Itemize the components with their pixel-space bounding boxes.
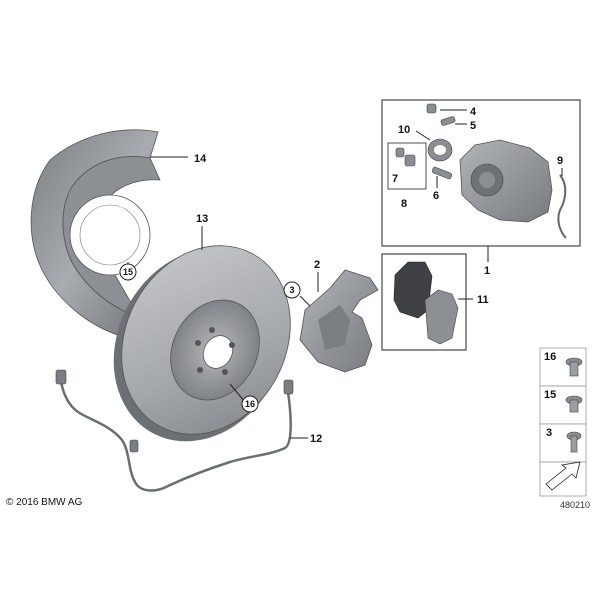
callout-16: 16 <box>245 399 255 409</box>
callout-13: 13 <box>196 213 208 225</box>
orientation-arrow-icon <box>545 461 581 491</box>
caliper-carrier <box>299 269 379 373</box>
callout-4: 4 <box>470 106 477 118</box>
callout-16-marker: 16 <box>241 395 259 413</box>
callout-7: 7 <box>392 173 398 185</box>
callout-15: 15 <box>123 267 133 277</box>
callout-2: 2 <box>314 259 320 271</box>
brake-disc <box>113 245 291 442</box>
legend-label-16: 16 <box>544 351 556 363</box>
callout-15-marker: 15 <box>119 263 137 281</box>
brake-pad-box <box>381 253 467 351</box>
callout-3-marker: 3 <box>283 281 301 299</box>
legend-label-3: 3 <box>546 427 552 439</box>
callout-10: 10 <box>398 124 410 136</box>
brake-dust-shield <box>30 129 161 339</box>
brake-pad-wear-sensor <box>55 369 294 492</box>
callout-5: 5 <box>470 120 476 132</box>
diagram-number: 480210 <box>560 500 591 510</box>
callout-12: 12 <box>310 433 322 445</box>
fastener-legend <box>539 347 587 497</box>
leader-lines <box>127 109 563 439</box>
callout-14: 14 <box>194 153 207 165</box>
callout-8: 8 <box>401 198 407 210</box>
callout-11: 11 <box>477 294 489 306</box>
callout-1: 1 <box>484 265 490 277</box>
callout-3: 3 <box>289 285 294 295</box>
copyright-notice: © 2016 BMW AG <box>6 497 83 508</box>
callout-9: 9 <box>557 155 563 167</box>
legend-label-15: 15 <box>544 389 556 401</box>
callout-6: 6 <box>433 190 439 202</box>
caliper-assembly-box <box>381 99 581 247</box>
